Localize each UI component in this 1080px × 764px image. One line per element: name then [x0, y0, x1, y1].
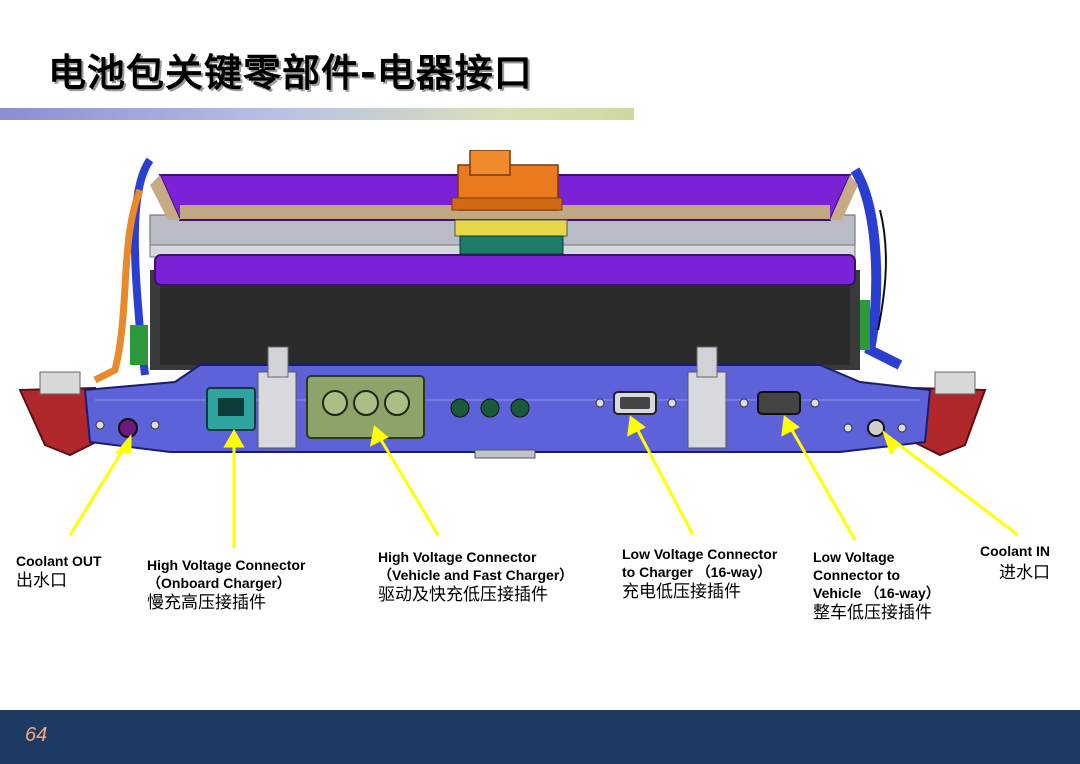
arrow-coolant-in	[892, 438, 1019, 537]
battery-pack-diagram	[18, 150, 1019, 548]
footer-bar: 64	[0, 710, 1080, 764]
blue-cable-right	[850, 167, 903, 370]
orange-service-disconnect	[451, 150, 568, 255]
label-lv-vehicle: Low Voltage Connector to Vehicle （16-way…	[813, 549, 940, 623]
label-coolant-out: Coolant OUT 出水口	[16, 553, 102, 591]
label-lv-charger: Low Voltage Connector to Charger （16-way…	[622, 546, 778, 602]
orange-cable-left	[93, 188, 144, 384]
arrow-lv-vehicle	[787, 424, 857, 541]
slide-title: 电池包关键零部件-电器接口	[48, 51, 533, 95]
label-hv-vehicle-fast: High Voltage Connector （Vehicle and Fast…	[378, 549, 574, 605]
arrow-coolant-out	[68, 444, 128, 536]
blue-cable-left	[130, 157, 154, 376]
title-underline	[0, 108, 634, 120]
arrow-lv-charger	[633, 424, 695, 536]
page-number: 64	[25, 724, 48, 746]
label-coolant-in: Coolant IN 进水口	[980, 543, 1050, 583]
coolant-out-port	[118, 418, 138, 438]
purple-lower-band	[154, 254, 856, 286]
arrow-hv-vehicle	[376, 434, 440, 536]
lv-vehicle-connector	[757, 391, 801, 415]
label-hv-onboard: High Voltage Connector （Onboard Charger）…	[147, 557, 306, 613]
coolant-in-port	[867, 419, 885, 437]
red-bracket-left	[18, 386, 102, 457]
